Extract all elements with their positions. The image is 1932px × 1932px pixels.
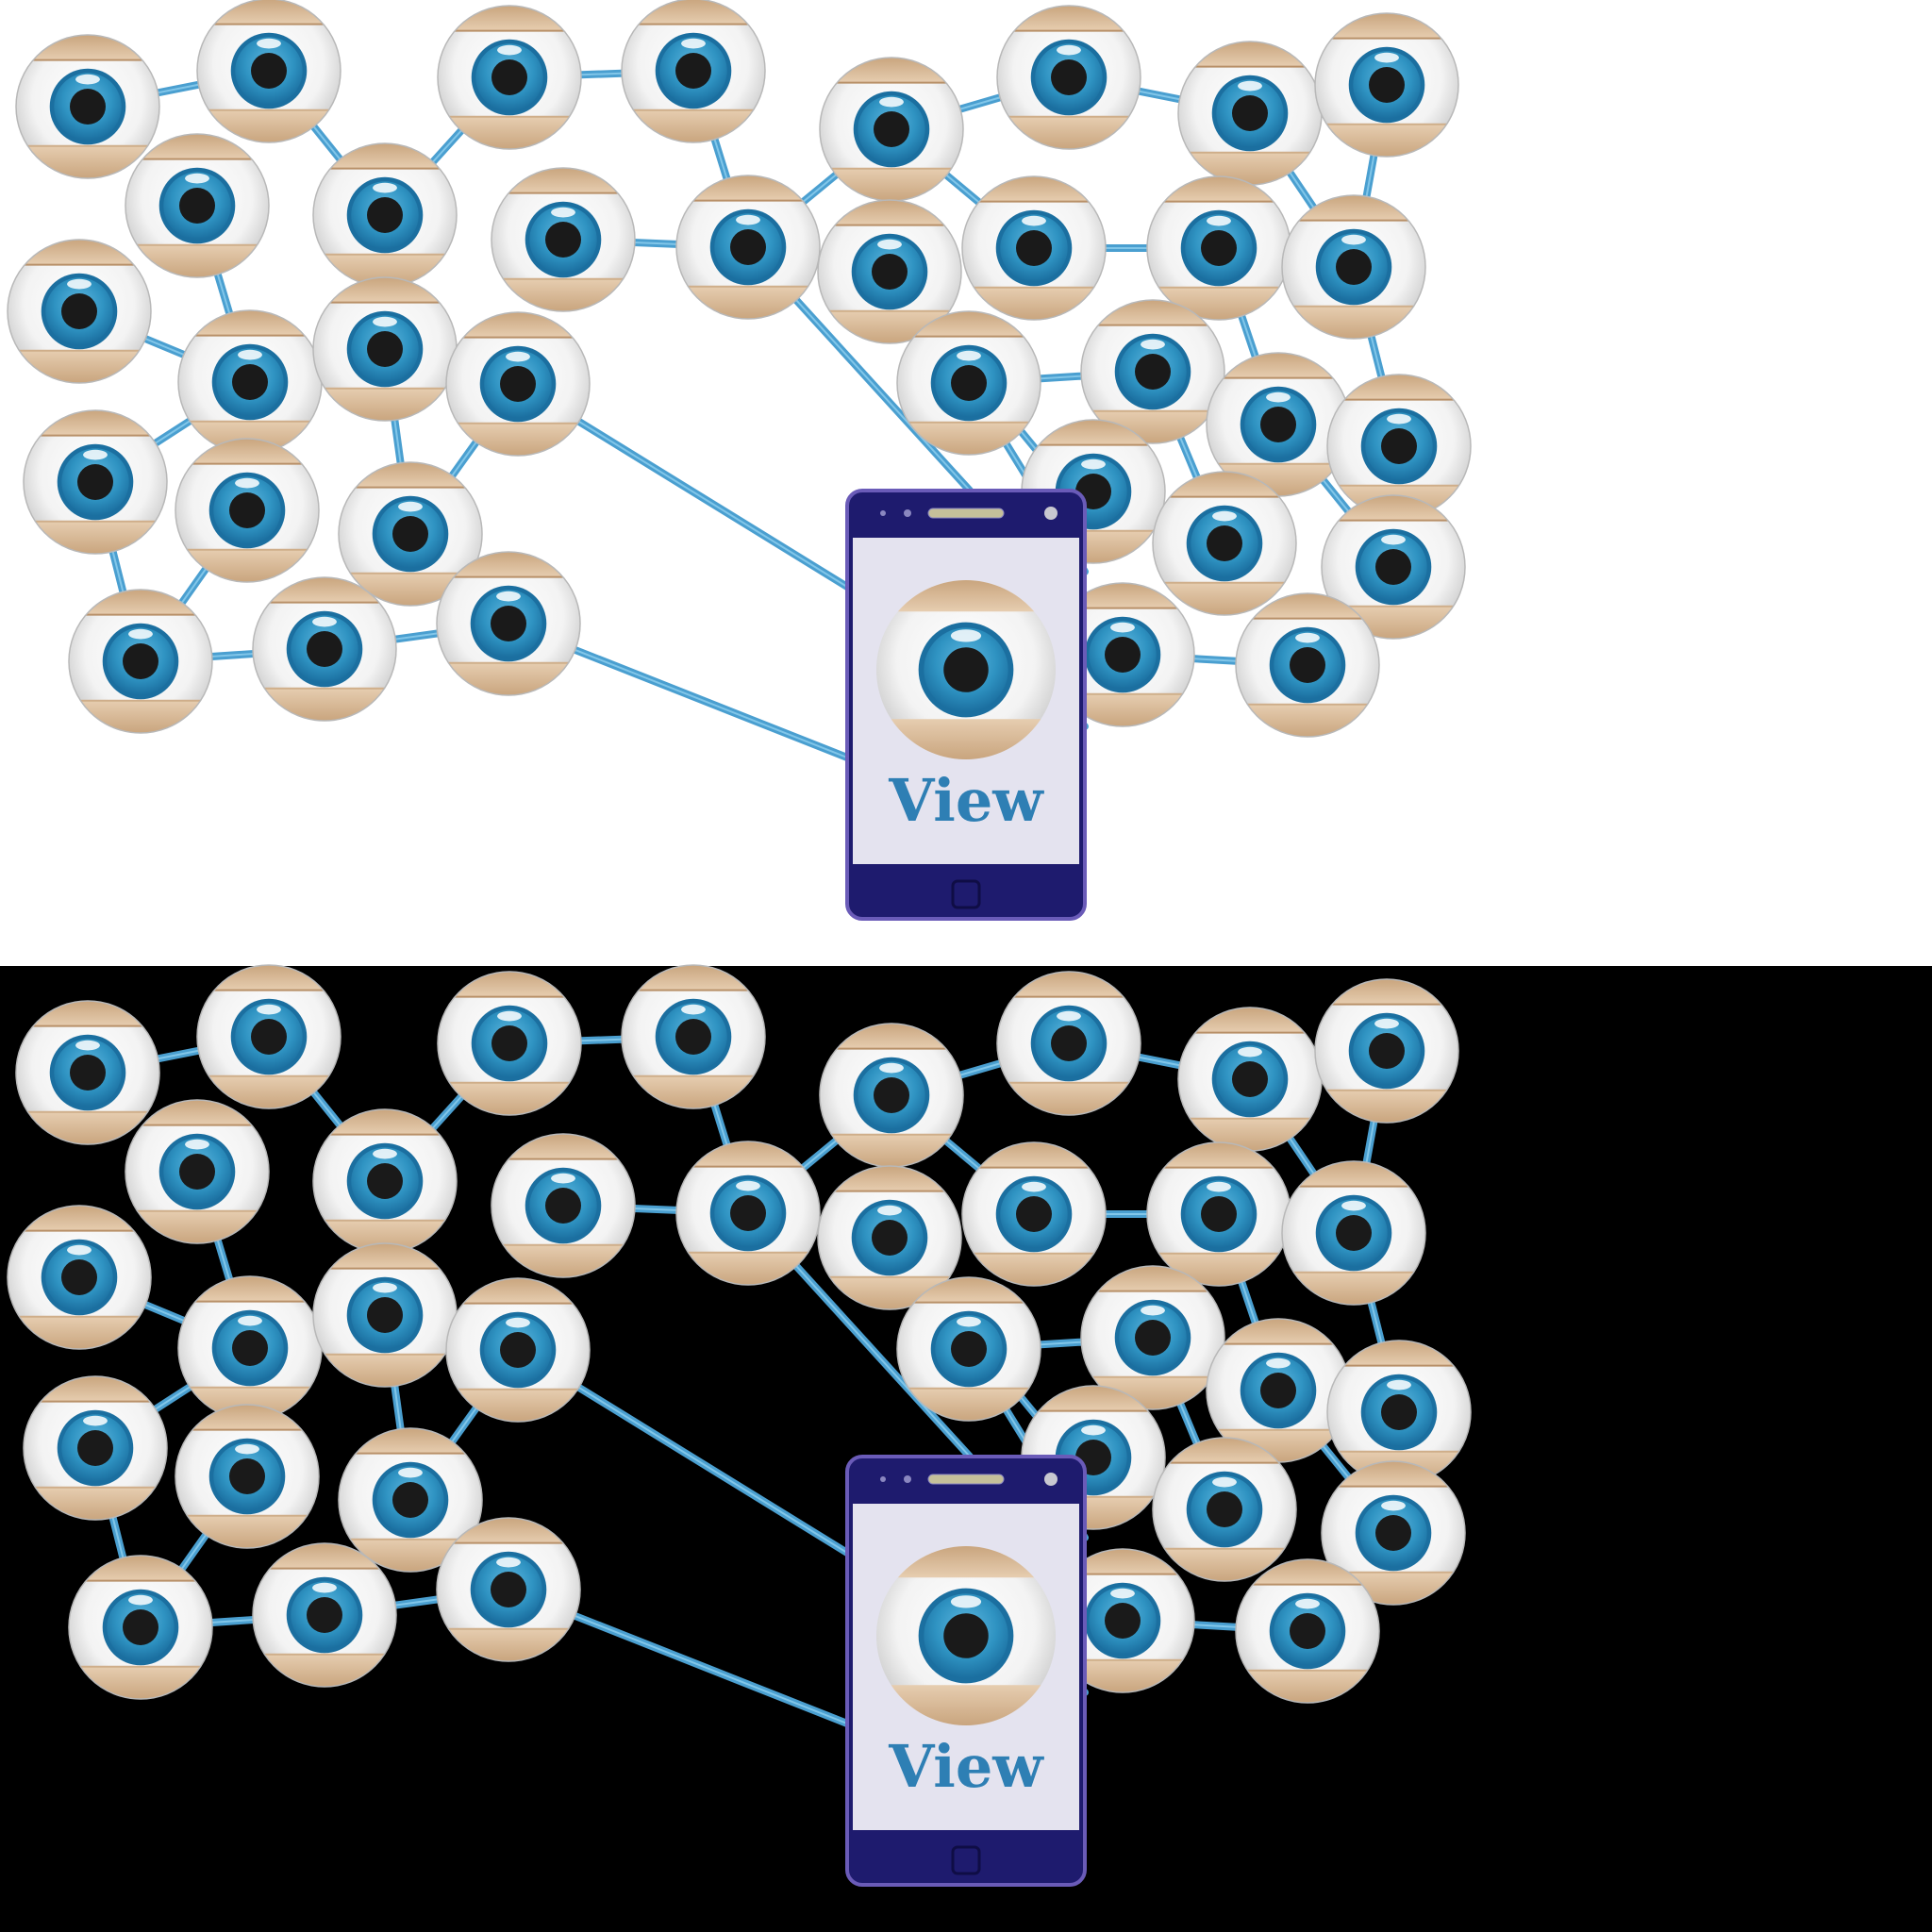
phone-label: View [888,1732,1044,1801]
eye-node-27 [338,461,483,607]
eye-node-16 [1281,1160,1426,1306]
eye-node-12 [675,175,821,320]
dark-panel: View [0,964,1932,1932]
eye-node-36 [1235,592,1380,738]
eye-node-4 [621,0,766,143]
eye-node-21 [896,310,1041,456]
eye-node-13 [817,199,962,344]
eye-node-36 [1235,1558,1380,1704]
eye-node-8 [1314,12,1459,158]
light-panel: View [7,0,1472,921]
phone-label: View [888,766,1044,835]
eye-node-32 [252,1542,397,1688]
eye-node-12 [675,1141,821,1286]
eye-node-25 [23,1375,168,1521]
eye-node-8 [1314,978,1459,1124]
eye-node-21 [896,1276,1041,1422]
eye-node-29 [1152,471,1297,616]
eye-node-26 [175,438,320,583]
screen-eye [876,580,1056,759]
eye-node-20 [445,311,591,457]
eye-node-17 [7,239,152,384]
eye-node-15 [1146,175,1291,321]
eye-node-26 [175,1404,320,1549]
eye-node-17 [7,1205,152,1350]
eye-node-1 [15,1000,160,1145]
eye-node-15 [1146,1141,1291,1287]
eye-node-31 [68,1555,213,1700]
eye-node-3 [437,971,582,1116]
eye-node-2 [196,964,341,1109]
eye-node-19 [312,1242,458,1388]
eye-node-2 [196,0,341,143]
phone: View [845,1455,1087,1887]
eye-node-10 [312,1108,458,1254]
eye-node-6 [996,971,1141,1116]
eye-node-22 [1080,299,1225,444]
eye-node-31 [68,589,213,734]
eye-node-25 [23,409,168,555]
eye-node-29 [1152,1437,1297,1582]
eye-node-7 [1177,1007,1323,1152]
eye-node-10 [312,142,458,288]
eye-node-4 [621,964,766,1109]
eye-node-13 [817,1165,962,1310]
eye-node-14 [961,175,1107,321]
eye-node-3 [437,5,582,150]
eye-node-7 [1177,41,1323,186]
eye-node-19 [312,276,458,422]
eye-node-16 [1281,194,1426,340]
eye-node-5 [819,1023,964,1168]
eye-node-20 [445,1277,591,1423]
eye-node-9 [125,1099,270,1244]
eye-node-6 [996,5,1141,150]
eye-node-9 [125,133,270,278]
eye-node-18 [177,1275,323,1421]
phone: View [845,489,1087,921]
eye-node-11 [491,167,636,312]
eye-node-33 [436,551,581,696]
eye-node-33 [436,1517,581,1662]
eye-node-18 [177,309,323,455]
eye-node-32 [252,576,397,722]
eye-node-23 [1206,352,1351,497]
eye-node-5 [819,57,964,202]
eye-node-14 [961,1141,1107,1287]
eye-node-1 [15,34,160,179]
eye-node-11 [491,1133,636,1278]
screen-eye [876,1546,1056,1725]
